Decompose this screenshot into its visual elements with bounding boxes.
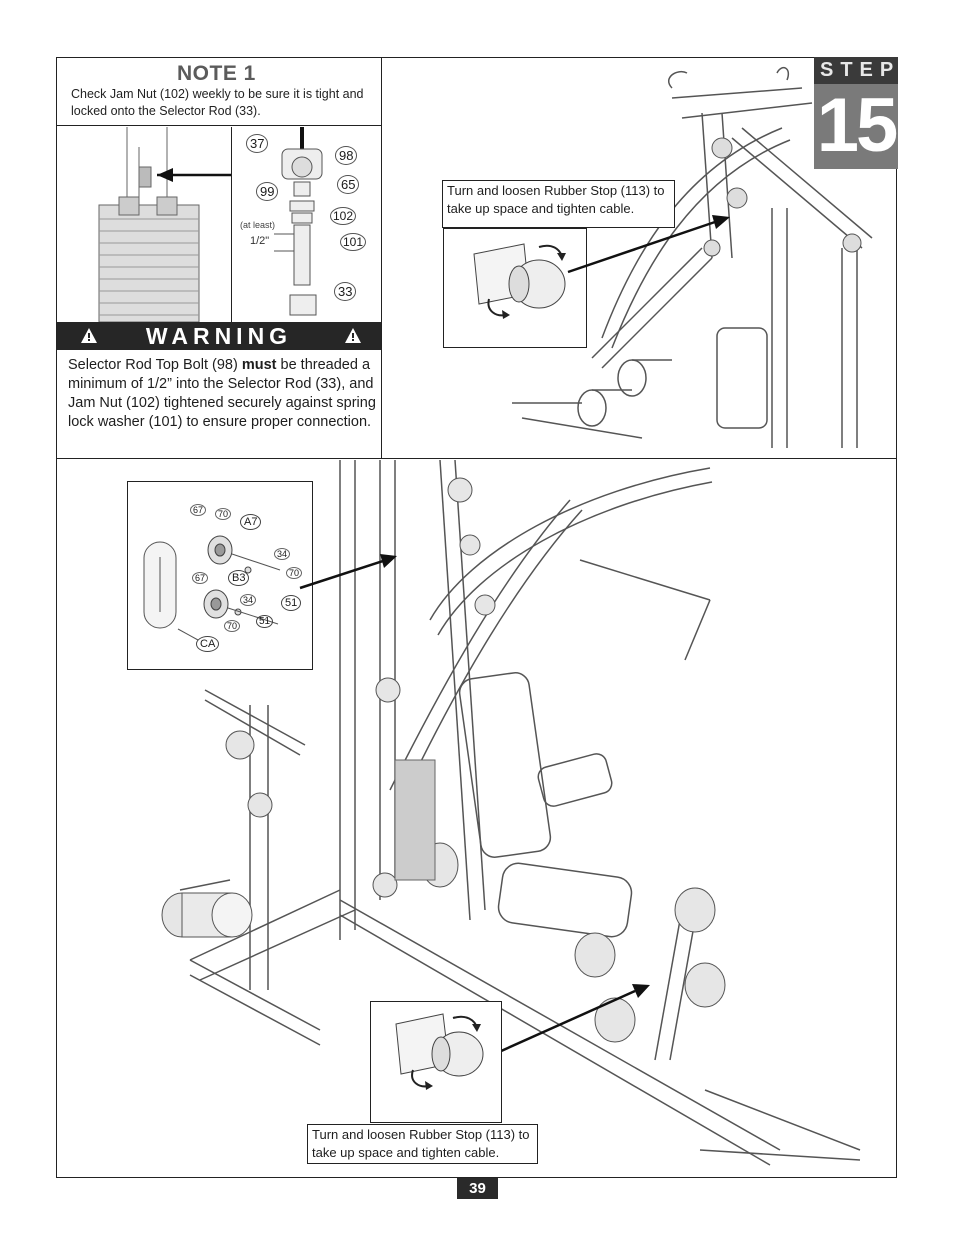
pulley-label-a7: A7 <box>240 514 262 530</box>
rubber-stop-icon-top <box>473 243 566 319</box>
rubber-stop-inset-top <box>443 228 587 348</box>
pulley-label-51b: 51 <box>256 615 274 628</box>
pulley-label-70c: 70 <box>224 620 241 632</box>
label-at-least: (at least) <box>240 220 276 230</box>
label-37: 37 <box>246 134 269 153</box>
warning-text-before: Selector Rod Top Bolt (98) <box>68 357 242 373</box>
label-102: 102 <box>330 207 357 225</box>
callout-bottom: Turn and loosen Rubber Stop (113) to tak… <box>307 1124 538 1164</box>
warning-triangle-icon <box>81 328 97 343</box>
step-box: STEP 15 <box>814 57 898 169</box>
step-label: STEP <box>814 57 898 84</box>
label-half-inch: 1/2" <box>250 235 270 247</box>
pulley-exploded-view <box>143 535 281 641</box>
pulley-label-70a: 70 <box>215 508 232 520</box>
pulley-label-34a: 34 <box>274 548 291 560</box>
pulley-label-67b: 67 <box>192 572 209 584</box>
warning-text-after: be threaded a minimum of 1/2” into the S… <box>68 357 376 430</box>
weight-stack-illustration <box>98 127 232 323</box>
pulley-detail-inset <box>127 481 313 670</box>
note-text: Check Jam Nut (102) weekly to be sure it… <box>71 87 364 118</box>
upper-machine-illustration <box>512 66 873 448</box>
pulley-label-b3: B3 <box>228 570 250 586</box>
pulley-label-51a: 51 <box>281 595 302 611</box>
pulley-label-34b: 34 <box>240 594 257 606</box>
page-frame <box>56 57 897 1178</box>
label-65: 65 <box>337 175 360 194</box>
rubber-stop-icon-bottom <box>395 1013 484 1090</box>
warning-text: Selector Rod Top Bolt (98) must be threa… <box>68 356 378 432</box>
warning-box <box>57 350 382 458</box>
rubber-stop-inset-bottom <box>370 1001 502 1123</box>
label-98: 98 <box>335 146 358 165</box>
label-99: 99 <box>256 182 279 201</box>
page-number: 39 <box>457 1178 498 1199</box>
note-box: NOTE 1 Check Jam Nut (102) weekly to be … <box>57 58 381 126</box>
detail-divider <box>231 127 232 322</box>
pulley-label-67a: 67 <box>190 504 207 516</box>
label-101: 101 <box>340 233 367 251</box>
pulley-label-ca: CA <box>196 636 220 652</box>
label-33: 33 <box>334 282 357 301</box>
lower-machine-illustration <box>161 459 861 1166</box>
selector-rod-detail <box>274 127 323 316</box>
section-divider <box>57 458 896 459</box>
step-number: 15 <box>816 83 899 168</box>
column-divider <box>381 57 382 458</box>
callout-top: Turn and loosen Rubber Stop (113) to tak… <box>442 180 675 228</box>
warning-text-bold: must <box>241 357 277 373</box>
pulley-label-70b: 70 <box>286 567 303 579</box>
warning-triangle-icon-right <box>345 328 361 343</box>
warning-title: WARNING <box>145 323 293 349</box>
warning-bar: WARNING <box>57 322 381 350</box>
note-title: NOTE 1 <box>177 62 256 85</box>
